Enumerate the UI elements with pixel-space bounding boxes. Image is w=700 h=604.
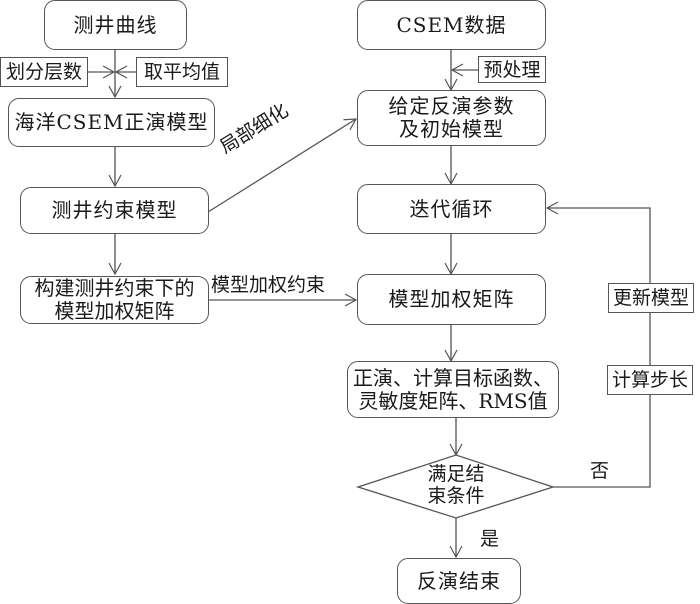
model-weight-matrix-node: 模型加权矩阵 [357, 274, 546, 325]
take-average-tag: 取平均值 [136, 57, 228, 87]
csem-forward-model-label: 海洋CSEM正演模型 [14, 110, 209, 134]
set-params-line1: 给定反演参数 [388, 94, 515, 118]
iteration-loop-label: 迭代循环 [409, 196, 494, 221]
well-constraint-model-node: 测井约束模型 [20, 187, 209, 234]
csem-data-label: CSEM数据 [396, 12, 507, 37]
divide-layers-label: 划分层数 [5, 61, 82, 83]
divide-layers-tag: 划分层数 [0, 57, 88, 87]
csem-data-node: CSEM数据 [357, 0, 546, 50]
well-log-curve-node: 测井曲线 [44, 0, 187, 50]
build-weight-matrix-line2: 模型加权矩阵 [54, 299, 175, 323]
end-condition-line1: 满足结 [427, 463, 485, 485]
end-condition-text: 满足结 束条件 [406, 463, 506, 507]
well-log-curve-label: 测井曲线 [73, 12, 158, 37]
model-weight-constraint-label: 模型加权约束 [211, 274, 326, 296]
no-label: 否 [590, 460, 610, 482]
well-constraint-model-label: 测井约束模型 [51, 198, 178, 222]
loop-back-path [545, 201, 651, 488]
build-weight-matrix-node: 构建测井约束下的 模型加权矩阵 [20, 276, 209, 324]
preprocess-label: 预处理 [483, 58, 541, 81]
inversion-end-label: 反演结束 [417, 568, 501, 593]
forward-objective-node: 正演、计算目标函数、 灵敏度矩阵、RMS值 [347, 361, 559, 418]
compute-step-label: 计算步长 [611, 369, 688, 391]
end-condition-line2: 束条件 [427, 485, 485, 507]
set-inversion-params-node: 给定反演参数 及初始模型 [357, 90, 546, 146]
build-weight-matrix-line1: 构建测井约束下的 [34, 276, 195, 300]
decision-diamond [355, 454, 556, 519]
preprocess-tag: 预处理 [478, 56, 546, 83]
yes-label: 是 [480, 528, 500, 550]
take-average-label: 取平均值 [143, 61, 220, 83]
forward-calc-line2: 灵敏度矩阵、RMS值 [358, 388, 548, 413]
update-model-tag: 更新模型 [608, 283, 694, 313]
compute-step-tag: 计算步长 [607, 365, 693, 395]
csem-forward-model-node: 海洋CSEM正演模型 [8, 98, 215, 147]
set-params-line2: 及初始模型 [399, 117, 504, 141]
inversion-end-node: 反演结束 [397, 558, 521, 604]
model-weight-matrix-label: 模型加权矩阵 [388, 287, 515, 311]
forward-calc-line1: 正演、计算目标函数、 [353, 365, 553, 390]
update-model-label: 更新模型 [612, 287, 689, 309]
iteration-loop-node: 迭代循环 [357, 184, 546, 234]
arrow-local-refine [207, 118, 358, 213]
